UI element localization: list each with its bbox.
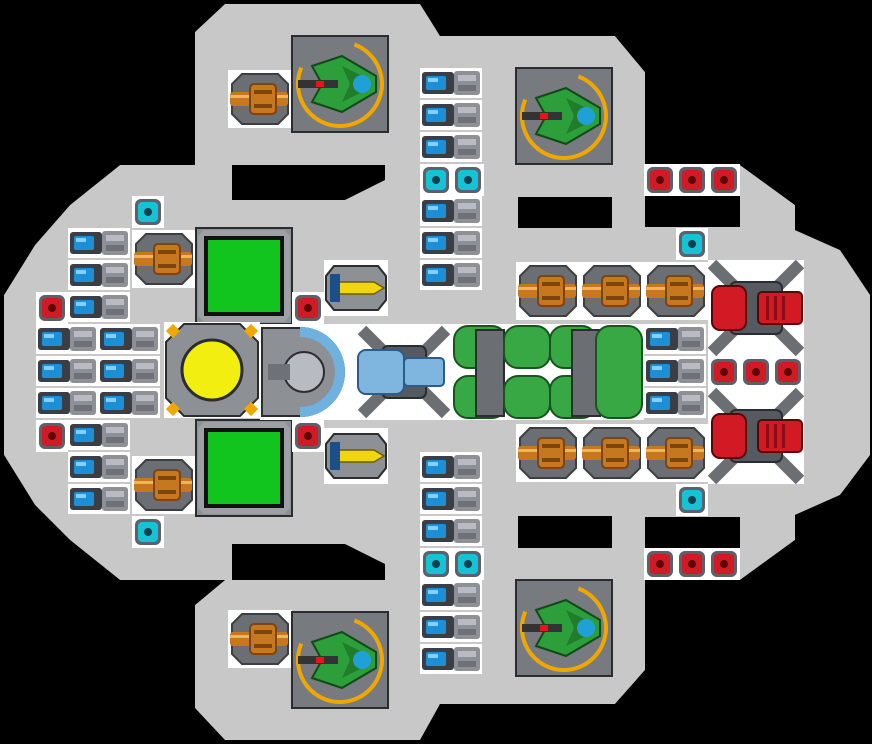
red-module[interactable] xyxy=(644,548,676,580)
battery[interactable] xyxy=(68,260,130,290)
autocannon[interactable] xyxy=(643,261,709,321)
reactor[interactable] xyxy=(164,322,260,418)
cockpit[interactable] xyxy=(260,324,356,420)
battery[interactable] xyxy=(98,356,160,386)
missile-launcher[interactable] xyxy=(323,427,389,485)
fighter-bay[interactable] xyxy=(284,28,396,140)
red-module[interactable] xyxy=(708,548,740,580)
missile-launcher[interactable] xyxy=(323,259,389,317)
red-module[interactable] xyxy=(292,420,324,452)
battery[interactable] xyxy=(68,484,130,514)
shield-generator[interactable] xyxy=(420,164,452,196)
battery[interactable] xyxy=(420,228,482,258)
battery[interactable] xyxy=(68,420,130,450)
thruster[interactable] xyxy=(356,324,452,420)
battery[interactable] xyxy=(420,132,482,162)
red-module[interactable] xyxy=(36,420,68,452)
heavy-red-gun[interactable] xyxy=(708,260,804,356)
red-module[interactable] xyxy=(36,292,68,324)
battery[interactable] xyxy=(420,100,482,130)
autocannon[interactable] xyxy=(515,423,581,483)
shield-generator[interactable] xyxy=(452,548,484,580)
red-module[interactable] xyxy=(740,356,772,388)
battery[interactable] xyxy=(68,452,130,482)
battery[interactable] xyxy=(36,388,98,418)
cargo-panel[interactable] xyxy=(194,418,294,518)
autocannon[interactable] xyxy=(131,455,197,515)
red-module[interactable] xyxy=(708,164,740,196)
autocannon[interactable] xyxy=(579,423,645,483)
autocannon[interactable] xyxy=(643,423,709,483)
battery[interactable] xyxy=(36,324,98,354)
fighter-bay[interactable] xyxy=(508,60,620,172)
red-module[interactable] xyxy=(292,292,324,324)
fighter-bay[interactable] xyxy=(508,572,620,684)
heavy-red-gun[interactable] xyxy=(708,388,804,484)
battery[interactable] xyxy=(98,324,160,354)
shield-generator[interactable] xyxy=(676,228,708,260)
fighter-bay[interactable] xyxy=(284,604,396,716)
battery[interactable] xyxy=(420,196,482,226)
battery[interactable] xyxy=(420,452,482,482)
battery[interactable] xyxy=(420,68,482,98)
shield-generator[interactable] xyxy=(676,484,708,516)
shield-generator[interactable] xyxy=(132,516,164,548)
autocannon[interactable] xyxy=(579,261,645,321)
cargo-panel[interactable] xyxy=(194,226,294,326)
battery[interactable] xyxy=(36,356,98,386)
shield-generator[interactable] xyxy=(132,196,164,228)
autocannon[interactable] xyxy=(227,69,293,129)
fuel-tank[interactable] xyxy=(452,324,644,420)
battery[interactable] xyxy=(644,356,706,386)
battery[interactable] xyxy=(420,516,482,546)
battery[interactable] xyxy=(68,292,130,322)
autocannon[interactable] xyxy=(131,229,197,289)
red-module[interactable] xyxy=(708,356,740,388)
battery[interactable] xyxy=(420,644,482,674)
shield-generator[interactable] xyxy=(420,548,452,580)
battery[interactable] xyxy=(420,484,482,514)
battery[interactable] xyxy=(420,580,482,610)
autocannon[interactable] xyxy=(515,261,581,321)
red-module[interactable] xyxy=(676,164,708,196)
red-module[interactable] xyxy=(644,164,676,196)
battery[interactable] xyxy=(98,388,160,418)
autocannon[interactable] xyxy=(227,609,293,669)
battery[interactable] xyxy=(420,260,482,290)
battery[interactable] xyxy=(420,612,482,642)
red-module[interactable] xyxy=(772,356,804,388)
shield-generator[interactable] xyxy=(452,164,484,196)
battery[interactable] xyxy=(644,324,706,354)
battery[interactable] xyxy=(644,388,706,418)
battery[interactable] xyxy=(68,228,130,258)
red-module[interactable] xyxy=(676,548,708,580)
